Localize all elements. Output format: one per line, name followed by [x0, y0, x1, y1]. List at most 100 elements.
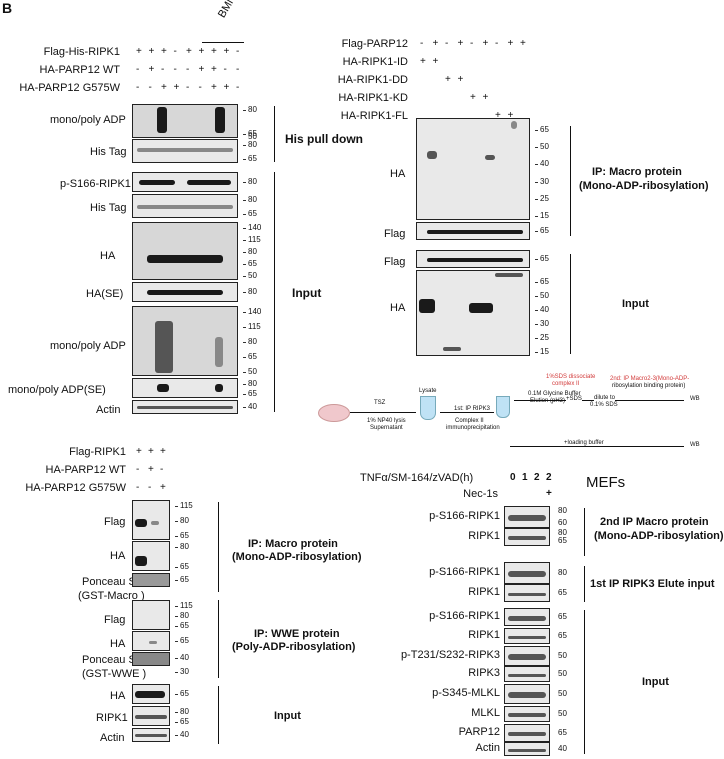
marker-tick [535, 282, 538, 283]
marker-label: 50 [248, 271, 257, 280]
marker-label: 80 [248, 177, 257, 186]
br-group2-label: 1st IP RIPK3 Elute input [590, 578, 715, 590]
bl-row-label-2: HA-PARP12 G575W [25, 482, 126, 494]
marker-tick [535, 147, 538, 149]
marker-label: 80 [180, 516, 189, 525]
marker-tick [243, 292, 246, 293]
sch-wb-2: WB [690, 442, 700, 448]
marker-label: 80 [558, 528, 567, 537]
br-blot [504, 666, 550, 682]
br-blot-label: RIPK1 [468, 530, 500, 542]
br-blot [504, 562, 550, 584]
sch-lysis: 1% NP40 lysis [367, 418, 406, 424]
tr-row-label-3: HA-RIPK1-KD [338, 92, 408, 104]
sign-mark: - [160, 464, 164, 475]
sign-mark: + [457, 74, 464, 85]
sign-mark: - [470, 38, 474, 49]
marker-label: 30 [540, 176, 549, 186]
tr-blot-flag-input [416, 250, 530, 268]
marker-label: 65 [180, 531, 189, 540]
marker-label: 65 [180, 717, 189, 726]
marker-label: 80 [180, 707, 189, 716]
br-group1-bracket [584, 508, 585, 556]
sch-sds: +SDS [566, 396, 582, 402]
br-blot-label: MLKL [471, 707, 500, 719]
sign-mark: + [457, 38, 464, 49]
marker-label: 65 [248, 352, 257, 361]
tl-group1-bracket [274, 106, 275, 162]
marker-tick [243, 200, 246, 201]
bl-blot-ponceau-macro [132, 573, 170, 587]
sch-immuno: immunoprecipitation [446, 425, 500, 431]
sch-wb-1: WB [690, 396, 700, 402]
sign-mark: + [211, 82, 217, 93]
sign-mark: - [173, 46, 177, 57]
marker-label: 65 [248, 209, 257, 218]
tl-row-label-1: HA-PARP12 WT [39, 64, 120, 76]
sign-mark: - [136, 64, 140, 75]
marker-label: 50 [558, 669, 567, 678]
tr-group1-bracket [570, 126, 571, 236]
tr-row-label-2: HA-RIPK1-DD [337, 74, 408, 86]
bl-group3-bracket [218, 686, 219, 744]
bl-blot-label: HA [110, 638, 126, 650]
sign-mark: + [160, 482, 166, 493]
sch-elution-1: 0.1M Glycine Buffer [528, 391, 581, 397]
marker-label: 50 [248, 132, 257, 141]
tl-blot-label: p-S166-RIPK1 [60, 178, 131, 190]
marker-label: 65 [248, 389, 257, 398]
marker-tick [175, 536, 178, 537]
sign-mark: + [482, 38, 489, 49]
tl-blot-label: HA [100, 250, 116, 262]
marker-tick [535, 181, 538, 183]
br-blot [504, 742, 550, 756]
tl-row-label-2: HA-PARP12 G575W [19, 82, 120, 94]
marker-tick [243, 145, 246, 146]
tl-blot-histag-pulldown [132, 139, 238, 163]
marker-tick [175, 626, 178, 627]
bl-group1-label-1: IP: Macro protein [248, 538, 338, 550]
sign-mark: + [520, 38, 526, 49]
br-blot [504, 506, 550, 528]
sch-supernatant: Supernatant [370, 425, 403, 431]
marker-tick [243, 228, 246, 229]
bl-blot-ha [132, 541, 170, 571]
marker-label: 80 [248, 337, 257, 346]
marker-label: 15 [540, 211, 549, 220]
time-point: 2 [546, 472, 552, 483]
tr-blot-flag-ip [416, 222, 530, 240]
sign-mark: - [186, 82, 190, 93]
bl-blot-label: Flag [104, 516, 126, 528]
sign-mark: + [211, 46, 217, 57]
sign-mark: + [148, 446, 154, 457]
marker-label: 25 [540, 333, 549, 342]
bl-group1-label-2: (Mono-ADP-ribosylation) [232, 551, 362, 563]
panel-letter: B [2, 0, 13, 16]
marker-label: 15 [540, 347, 549, 356]
br-group2-bracket [584, 566, 585, 602]
sign-mark: + [432, 56, 439, 67]
sign-mark: - [186, 64, 190, 75]
marker-label: 115 [248, 235, 261, 244]
marker-label: 80 [248, 247, 257, 256]
bl-blot-label: RIPK1 [96, 712, 128, 724]
sign-mark: + [148, 464, 154, 475]
sign-mark: - [148, 82, 152, 93]
br-blot [504, 608, 550, 626]
marker-tick [243, 312, 246, 313]
marker-tick [243, 240, 246, 241]
marker-label: 40 [540, 159, 549, 169]
marker-label: 80 [248, 379, 257, 388]
marker-tick [175, 547, 178, 548]
sign-mark: - [161, 64, 165, 75]
marker-label: 40 [248, 402, 257, 411]
sign-mark: + [223, 82, 230, 93]
br-group1-label-2: (Mono-ADP-ribosylation) [594, 530, 724, 542]
tl-blot-ha [132, 222, 238, 280]
bl-blot-label: Actin [100, 732, 125, 744]
marker-label: 80 [558, 506, 567, 515]
tl-blot-label: Actin [96, 404, 121, 416]
marker-label: 80 [248, 140, 257, 149]
drug-bracket [202, 42, 244, 43]
sign-mark: + [198, 46, 205, 57]
